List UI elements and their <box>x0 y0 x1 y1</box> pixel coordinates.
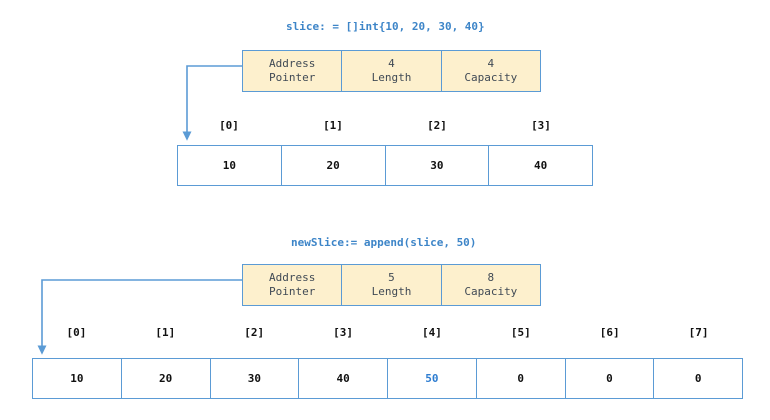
bottom-array-cell-6: 0 <box>565 359 655 398</box>
top-header-length-value: 4 <box>388 57 395 70</box>
top-header-address-label: Pointer <box>268 71 316 84</box>
bottom-header-capacity-label: Capacity <box>464 285 518 298</box>
bottom-index-1: [1] <box>155 326 176 339</box>
top-header-address-value: Address <box>268 57 316 70</box>
top-array: 10 20 30 40 <box>177 145 593 186</box>
top-array-cell-0: 10 <box>178 146 282 185</box>
top-header-cell-length: 4 Length <box>342 51 442 91</box>
top-index-2: [2] <box>427 119 447 132</box>
bottom-index-3: [3] <box>333 326 353 339</box>
top-array-cell-1: 20 <box>281 146 386 185</box>
bottom-header-length-label: Length <box>371 285 412 298</box>
bottom-index-row: [0] [1] [2] [3] [4] [5] [6] [7] <box>32 325 743 341</box>
bottom-header-address-value: Address <box>268 271 316 284</box>
bottom-code-title: newSlice:= append(slice, 50) <box>291 236 477 249</box>
bottom-header-cell-length: 5 Length <box>342 265 442 305</box>
bottom-array-cell-2: 30 <box>210 359 300 398</box>
top-array-cell-2: 30 <box>385 146 490 185</box>
bottom-array-cell-0: 10 <box>33 359 122 398</box>
top-slice-header: Address Pointer 4 Length 4 Capacity <box>242 50 541 92</box>
top-header-length-label: Length <box>371 71 412 84</box>
bottom-header-address-label: Pointer <box>268 285 316 298</box>
bottom-slice-header: Address Pointer 5 Length 8 Capacity <box>242 264 541 306</box>
bottom-index-6: [6] <box>599 326 620 339</box>
bottom-header-cell-address-pointer: Address Pointer <box>243 265 343 305</box>
top-header-cell-capacity: 4 Capacity <box>441 51 540 91</box>
bottom-array-cell-5: 0 <box>476 359 566 398</box>
bottom-index-2: [2] <box>244 326 265 339</box>
top-index-0: [0] <box>219 119 239 132</box>
top-index-3: [3] <box>531 119 551 132</box>
top-index-1: [1] <box>323 119 343 132</box>
bottom-array-cell-3: 40 <box>299 359 388 398</box>
top-array-cell-3: 40 <box>489 146 592 185</box>
bottom-array: 10 20 30 40 50 0 0 0 <box>32 358 743 399</box>
bottom-array-cell-1: 20 <box>121 359 211 398</box>
top-header-capacity-label: Capacity <box>464 71 518 84</box>
bottom-index-4: [4] <box>422 326 442 339</box>
bottom-header-cell-capacity: 8 Capacity <box>441 265 540 305</box>
bottom-array-cell-4: 50 <box>388 359 477 398</box>
top-index-row: [0] [1] [2] [3] <box>177 118 593 134</box>
bottom-index-0: [0] <box>66 326 87 339</box>
bottom-array-cell-7: 0 <box>654 359 742 398</box>
bottom-header-length-value: 5 <box>388 271 395 284</box>
top-header-capacity-value: 4 <box>487 57 495 70</box>
bottom-header-capacity-value: 8 <box>487 271 495 284</box>
top-code-title: slice: = []int{10, 20, 30, 40} <box>286 20 485 33</box>
bottom-index-7: [7] <box>688 326 709 339</box>
top-header-cell-address-pointer: Address Pointer <box>243 51 343 91</box>
bottom-index-5: [5] <box>510 326 531 339</box>
